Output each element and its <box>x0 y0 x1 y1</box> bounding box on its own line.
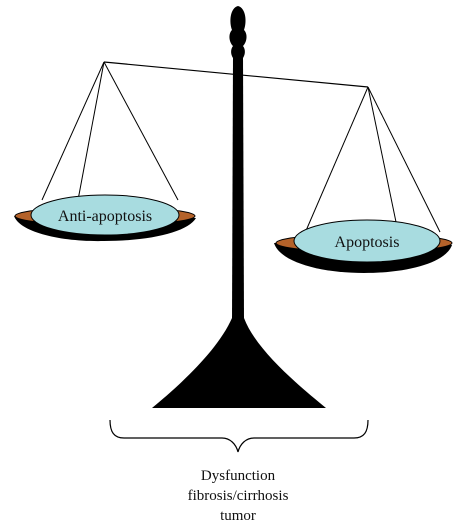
right-pan-strings <box>304 86 441 234</box>
scale-base <box>152 318 326 408</box>
left-pan: Anti-apoptosis <box>14 194 196 242</box>
right-pan-label: Apoptosis <box>335 234 400 251</box>
scale-pillar <box>232 56 244 320</box>
outcome-line-3: tumor <box>220 508 256 524</box>
scale-finial <box>229 6 247 58</box>
scale-stand <box>152 6 326 408</box>
outcome-brace <box>109 419 369 453</box>
outcome-line-2: fibrosis/cirrhosis <box>188 488 289 504</box>
outcome-line-1: Dysfunction <box>201 468 276 484</box>
right-pan: Apoptosis <box>274 219 453 273</box>
left-pan-strings <box>41 61 179 201</box>
left-pan-label: Anti-apoptosis <box>58 208 152 225</box>
left-pan-label-oval <box>30 194 180 236</box>
right-pan-label-oval <box>293 219 441 263</box>
